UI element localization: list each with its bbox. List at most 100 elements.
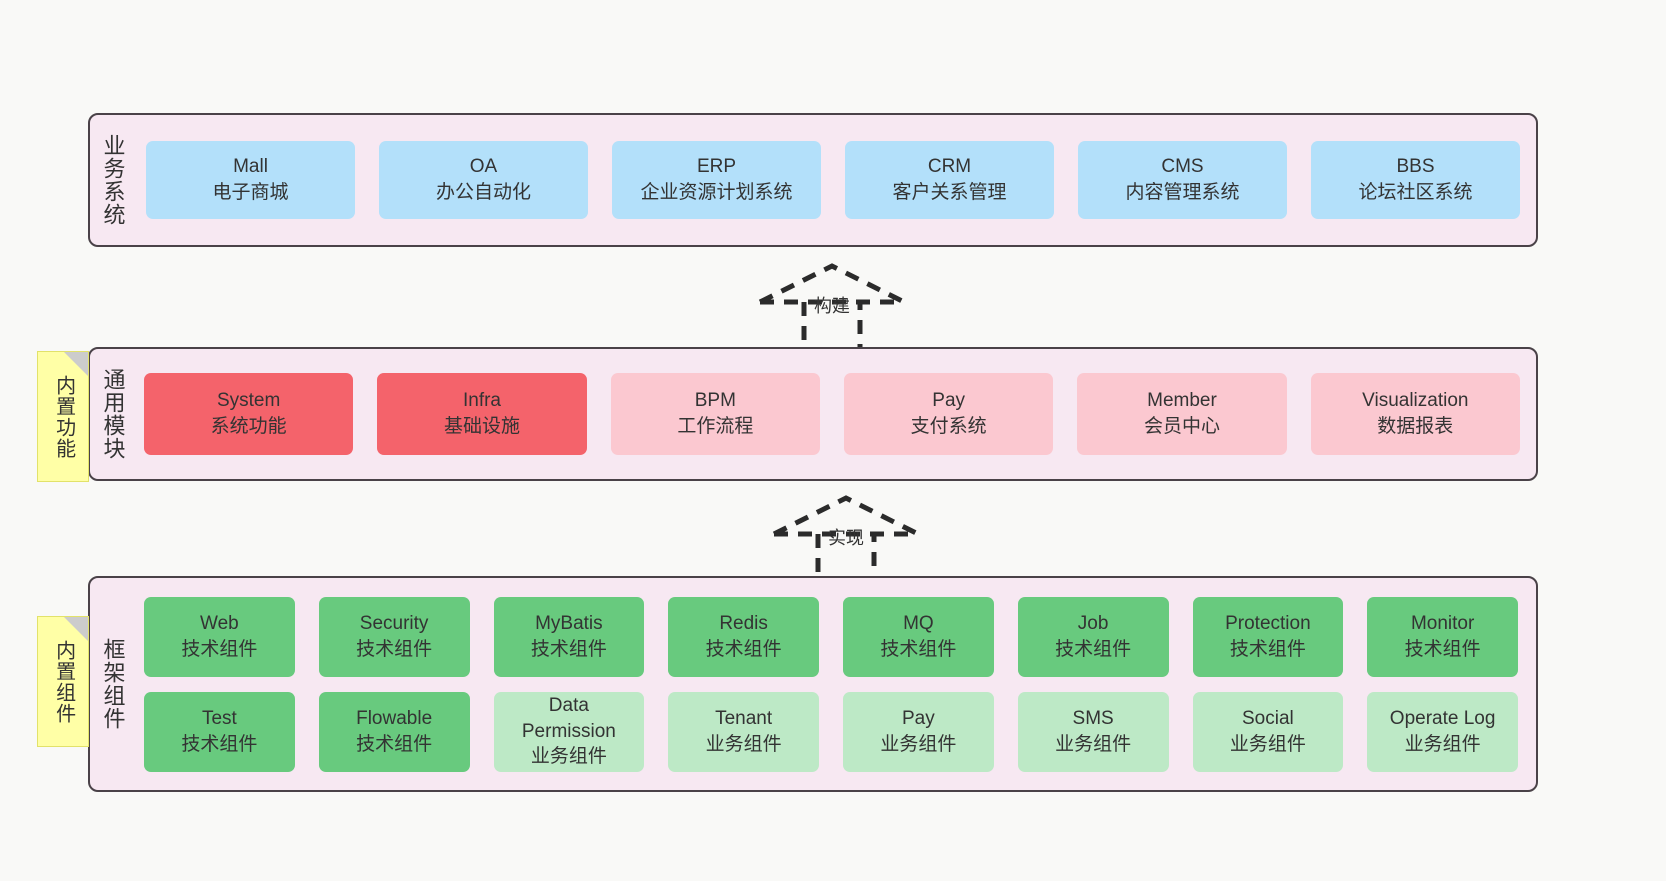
card-subtitle: 技术组件 [181,638,258,660]
card-subtitle: 业务组件 [1229,733,1306,755]
layer-body-framework-component: Web 技术组件 Security 技术组件 MyBatis 技术组件 Redi… [136,578,1536,790]
card-title: Data Permission [521,694,616,742]
card-title: CMS [1161,156,1204,178]
note-fold-corner-icon [64,617,88,641]
card-title: Web [200,612,239,634]
card-row: System 系统功能 Infra 基础设施 BPM 工作流程 Pay 支付系统… [144,373,1520,455]
card-title: ERP [696,156,737,178]
card-title: Pay [932,390,966,412]
card-subtitle: 技术组件 [705,638,782,660]
card-mq[interactable]: MQ 技术组件 [843,596,994,677]
card-title: Security [359,612,429,634]
card-redis[interactable]: Redis 技术组件 [668,596,819,677]
layer-common-module: 通用模块 System 系统功能 Infra 基础设施 BPM 工作流程 Pay… [88,347,1538,481]
generalization-arrow-icon [758,263,906,353]
card-subtitle: 业务组件 [705,733,782,755]
card-subtitle: 论坛社区系统 [1358,182,1473,203]
card-title: System [216,390,281,412]
card-subtitle: 技术组件 [1055,638,1132,660]
connector-implement: 实现 [766,490,926,586]
card-title: Mall [233,156,268,178]
layer-business-system: 业务系统 Mall 电子商城 OA 办公自动化 ERP 企业资源计划系统 CRM… [88,113,1538,247]
card-subtitle: 业务组件 [1055,733,1132,755]
card-infra[interactable]: Infra 基础设施 [377,373,587,455]
card-title: OA [469,156,498,178]
card-crm[interactable]: CRM 客户关系管理 [845,141,1054,219]
connector-build: 构建 [752,258,912,354]
card-subtitle: 技术组件 [880,638,957,660]
card-flowable[interactable]: Flowable 技术组件 [318,691,470,772]
card-security[interactable]: Security 技术组件 [318,596,470,677]
card-protection[interactable]: Protection 技术组件 [1192,596,1344,677]
card-title: Visualization [1362,390,1469,412]
card-title: Flowable [356,707,433,729]
card-oa[interactable]: OA 办公自动化 [379,141,588,219]
card-subtitle: 数据报表 [1377,416,1454,437]
card-mybatis[interactable]: MyBatis 技术组件 [493,596,645,677]
card-subtitle: 技术组件 [530,638,607,660]
card-title: Tenant [715,707,773,729]
note-text: 内置功能 [52,374,75,459]
card-subtitle: 技术组件 [356,733,433,755]
card-mall[interactable]: Mall 电子商城 [146,141,355,219]
card-title: Pay [902,707,935,729]
card-bbs[interactable]: BBS 论坛社区系统 [1311,141,1520,219]
card-subtitle: 技术组件 [1404,638,1481,660]
card-cms[interactable]: CMS 内容管理系统 [1078,141,1287,219]
card-title: BPM [694,390,736,412]
card-subtitle: 系统功能 [210,416,287,437]
card-title: SMS [1072,707,1114,729]
card-subtitle: 企业资源计划系统 [640,182,793,203]
card-title: CRM [927,156,972,178]
card-member[interactable]: Member 会员中心 [1077,373,1287,455]
card-title: Operate Log [1389,707,1496,729]
card-subtitle: 技术组件 [356,638,433,660]
card-row: Mall 电子商城 OA 办公自动化 ERP 企业资源计划系统 CRM 客户关系… [146,141,1520,219]
card-title: MQ [903,612,934,634]
card-subtitle: 办公自动化 [435,182,531,203]
card-row: Web 技术组件 Security 技术组件 MyBatis 技术组件 Redi… [144,596,1518,677]
card-subtitle: 技术组件 [1229,638,1306,660]
card-pay-business[interactable]: Pay 业务组件 [843,691,994,772]
card-test[interactable]: Test 技术组件 [144,691,295,772]
card-subtitle: 会员中心 [1143,416,1220,437]
note-fold-corner-icon [64,352,88,376]
card-subtitle: 电子商城 [212,182,289,203]
card-operate-log[interactable]: Operate Log 业务组件 [1367,691,1518,772]
card-title: Member [1147,390,1217,412]
card-subtitle: 基础设施 [443,416,520,437]
card-pay[interactable]: Pay 支付系统 [843,373,1054,455]
card-subtitle: 业务组件 [880,733,957,755]
card-subtitle: 业务组件 [530,746,607,768]
card-sms[interactable]: SMS 业务组件 [1017,691,1169,772]
card-subtitle: 业务组件 [1404,733,1481,755]
layer-title-business-system: 业务系统 [100,134,126,226]
note-builtin-function: 内置功能 [37,351,89,482]
card-bpm[interactable]: BPM 工作流程 [610,373,820,455]
card-web[interactable]: Web 技术组件 [144,596,295,677]
card-title: Job [1077,612,1109,634]
layer-framework-component: 框架组件 Web 技术组件 Security 技术组件 MyBatis 技术组件… [88,576,1538,792]
card-subtitle: 内容管理系统 [1125,182,1240,203]
card-data-permission[interactable]: Data Permission 业务组件 [493,691,645,772]
layer-body-business-system: Mall 电子商城 OA 办公自动化 ERP 企业资源计划系统 CRM 客户关系… [136,115,1536,245]
card-title: MyBatis [535,612,603,634]
card-subtitle: 技术组件 [181,733,258,755]
card-tenant[interactable]: Tenant 业务组件 [668,691,819,772]
card-title: Infra [462,390,501,412]
card-monitor[interactable]: Monitor 技术组件 [1367,596,1518,677]
layer-title-common-module: 通用模块 [100,368,126,460]
card-title: Protection [1225,612,1311,634]
card-title: Social [1242,707,1294,729]
card-title: BBS [1396,156,1435,178]
card-subtitle: 工作流程 [677,416,754,437]
card-title: Monitor [1410,612,1475,634]
card-row: Test 技术组件 Flowable 技术组件 Data Permission … [144,691,1518,772]
card-subtitle: 支付系统 [910,416,987,437]
card-erp[interactable]: ERP 企业资源计划系统 [612,141,821,219]
card-social[interactable]: Social 业务组件 [1192,691,1344,772]
card-system[interactable]: System 系统功能 [144,373,354,455]
card-visualization[interactable]: Visualization 数据报表 [1310,373,1520,455]
card-job[interactable]: Job 技术组件 [1017,596,1169,677]
